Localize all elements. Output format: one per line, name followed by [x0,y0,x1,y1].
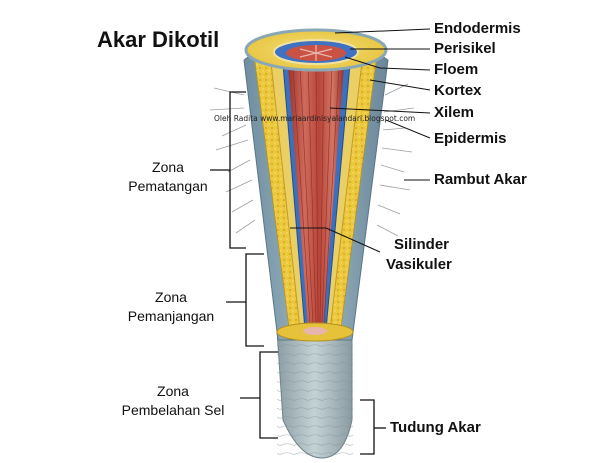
zone-pembelahan-line1: Zona [157,383,189,399]
zone-pematangan: Zona Pematangan [128,158,208,196]
zone-pembelahan-sel: Zona Pembelahan Sel [110,382,236,420]
zone-pemanjangan: Zona Pemanjangan [118,288,224,326]
label-vasikuler: Vasikuler [386,256,452,273]
xylem-strands [292,62,340,325]
label-floem: Floem [434,61,479,78]
label-xilem: Xilem [434,104,475,121]
label-rambut-akar: Rambut Akar [434,171,527,188]
label-perisikel: Perisikel [434,40,496,57]
label-epidermis: Epidermis [434,130,507,147]
label-leaders [290,28,431,253]
zone-brackets [210,91,386,455]
watermark-text: Oleh Radita www.mariaardinisyalandari.bl… [214,114,416,123]
root-hairs [209,83,415,237]
label-tudung-akar: Tudung Akar [390,419,481,436]
zone-pemanjangan-line2: Pemanjangan [127,308,215,324]
diagram-title: Akar Dikotil [97,27,220,52]
zone-pemanjangan-line1: Zona [155,289,187,305]
label-endodermis: Endodermis [434,20,521,37]
label-silinder: Silinder [394,236,450,253]
zone-pembelahan-line2: Pembelahan Sel [121,402,225,418]
zone-pematangan-line2: Pematangan [128,178,208,194]
label-kortex: Kortex [434,82,482,99]
zone-pematangan-line1: Zona [152,159,184,175]
